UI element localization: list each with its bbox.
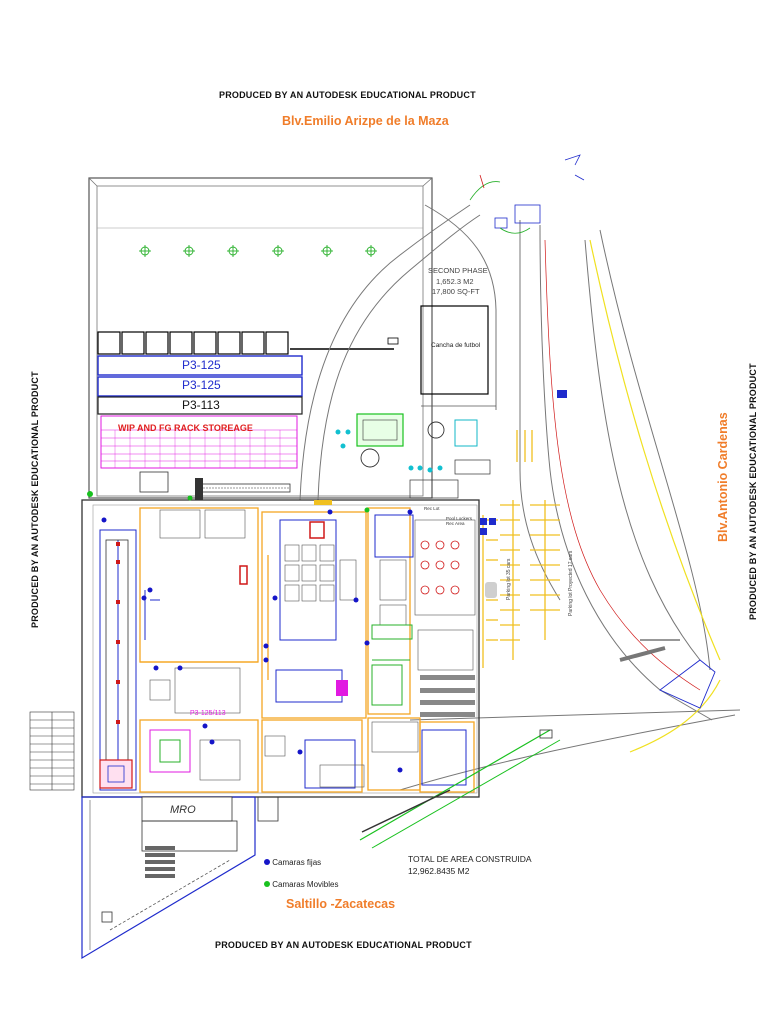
parking-label-1: Parking lot 35 cars (506, 558, 512, 600)
total-area-title: TOTAL DE AREA CONSTRUIDA (408, 854, 532, 864)
street-south-label: Saltillo -Zacatecas (286, 897, 396, 911)
line-label: P3-125/113 (190, 710, 226, 717)
mobile-camera-icon (264, 881, 270, 887)
office-label-1: Rec Lot (424, 506, 440, 511)
street-north-label: Blv.Emilio Arizpe de la Maza (282, 114, 449, 128)
rack-label-2: P3-125 (182, 378, 221, 392)
driveways (299, 204, 741, 791)
main-building (81, 478, 480, 798)
south-wedge (81, 796, 279, 960)
office-label-3: Rec Area (446, 521, 465, 526)
rack-label-1: P3-125 (182, 358, 221, 372)
legend-mobile-label: Camaras Movibles (272, 880, 339, 889)
parking-label-2: Parking lot Proyected 17 cars (568, 550, 574, 616)
second-phase-title: SECOND PHASE (428, 266, 488, 275)
fixed-camera-icon (264, 859, 270, 865)
parking-stripes (482, 430, 560, 668)
south-lot (359, 729, 561, 849)
legend-fixed-cameras: Camaras fijas (264, 858, 321, 867)
second-phase-area-sqft: 17,800 SQ-FT (432, 287, 480, 296)
mro-label: MRO (170, 804, 196, 816)
watermark-bottom: PRODUCED BY AN AUTODESK EDUCATIONAL PROD… (215, 940, 472, 950)
north-yard (88, 177, 433, 499)
office-label-2: Pool Lockers (446, 516, 473, 521)
gate-area (469, 154, 585, 234)
watermark-top: PRODUCED BY AN AUTODESK EDUCATIONAL PROD… (219, 90, 476, 100)
utility-zone (335, 413, 491, 499)
legend-fixed-label: Camaras fijas (272, 858, 322, 867)
rack-rows (97, 355, 303, 493)
legend-mobile-cameras: Camaras Movibles (264, 880, 338, 889)
total-area-value: 12,962.8435 M2 (408, 866, 470, 876)
second-phase-area (420, 305, 496, 407)
second-phase-area-m2: 1,652.3 M2 (436, 277, 474, 286)
field-label: Cancha de futbol (431, 342, 481, 349)
storage-label: WIP AND FG RACK STOREAGE (118, 423, 253, 433)
rack-label-3: P3-113 (182, 398, 220, 412)
west-table (29, 711, 75, 791)
